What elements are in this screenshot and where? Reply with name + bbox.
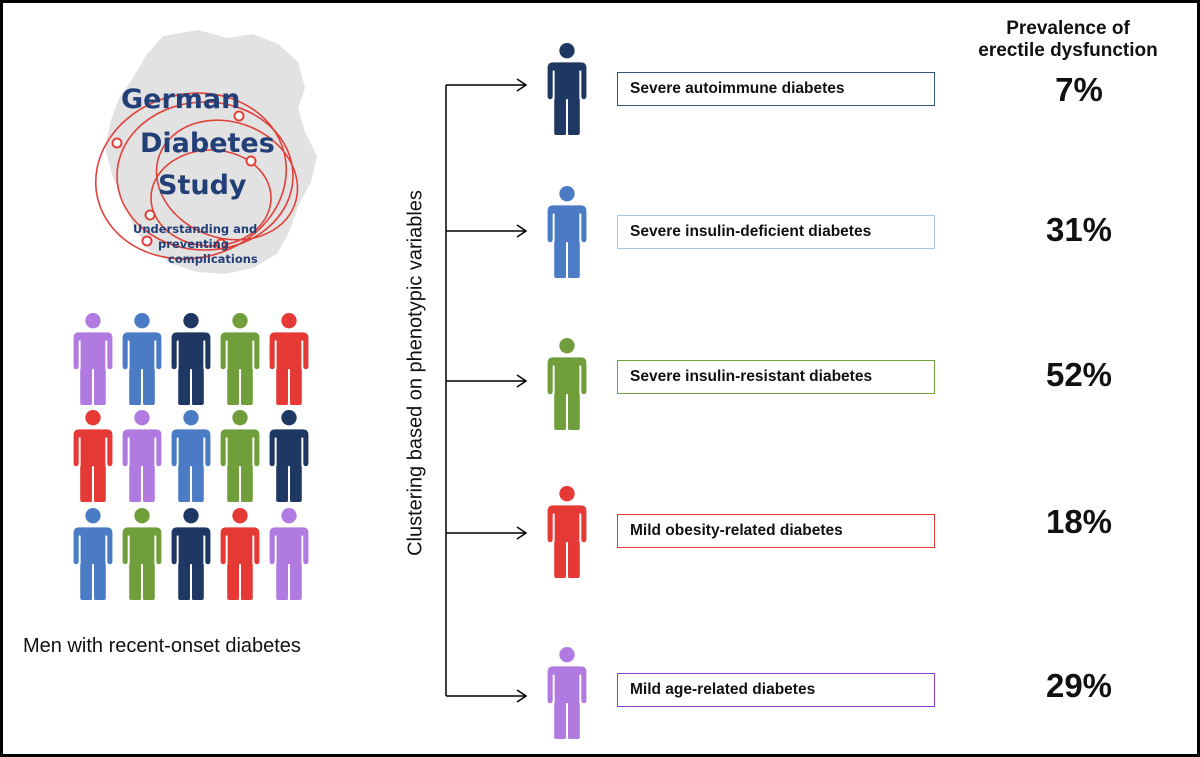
logo-word-study: Study (158, 170, 247, 201)
arrowhead (516, 224, 528, 238)
person-icon (547, 43, 587, 135)
prevalence-header-line-1: Prevalence of (1006, 18, 1130, 39)
logo-word-diabetes: Diabetes (140, 128, 275, 159)
crowd-caption: Men with recent-onset diabetes (23, 635, 301, 657)
person-icon (547, 186, 587, 278)
prevalence-mild-obesity-related: 18% (1045, 503, 1113, 540)
logo-rings (94, 92, 299, 260)
prevalence-severe-insulin-resistant: 52% (1045, 356, 1113, 393)
cluster-box-severe-insulin-deficient: Severe insulin-deficient diabetes (617, 215, 935, 249)
cluster-box-mild-age-related: Mild age-related diabetes (617, 673, 935, 707)
cluster-box-severe-insulin-resistant: Severe insulin-resistant diabetes (617, 360, 935, 394)
cluster-label: Mild obesity-related diabetes (630, 522, 843, 539)
prevalence-header-line-2: erectile dysfunction (978, 40, 1158, 62)
arrowhead (516, 374, 528, 388)
arrowhead (516, 689, 528, 703)
logo-tagline-3: complications (168, 252, 258, 266)
logo-nodes (111, 110, 257, 250)
prevalence-mild-age-related: 29% (1045, 667, 1113, 704)
logo-tagline-2: preventing (158, 237, 230, 251)
cluster-label: Severe autoimmune diabetes (630, 80, 845, 97)
germany-map-silhouette (105, 30, 317, 274)
logo-graphic (94, 30, 317, 274)
prevalence-severe-autoimmune: 7% (1055, 71, 1103, 108)
prevalence-header: Prevalence of erectile dysfunction (953, 18, 1183, 62)
prevalence-severe-insulin-deficient: 31% (1045, 211, 1113, 248)
arrowhead (516, 78, 528, 92)
german-diabetes-study-logo: German Diabetes Study Understanding and … (93, 28, 393, 288)
cluster-box-severe-autoimmune: Severe autoimmune diabetes (617, 72, 935, 106)
cluster-label: Severe insulin-deficient diabetes (630, 223, 872, 240)
logo-word-german: German (121, 84, 241, 115)
logo-tagline-1: Understanding and (133, 222, 258, 236)
cluster-label: Mild age-related diabetes (630, 681, 816, 698)
cluster-box-mild-obesity-related: Mild obesity-related diabetes (617, 514, 935, 548)
arrowhead (516, 526, 528, 540)
person-icon (547, 647, 587, 739)
cluster-label: Severe insulin-resistant diabetes (630, 368, 873, 385)
person-icon (547, 486, 587, 578)
cluster-tree (445, 43, 587, 739)
person-icon (547, 338, 587, 430)
